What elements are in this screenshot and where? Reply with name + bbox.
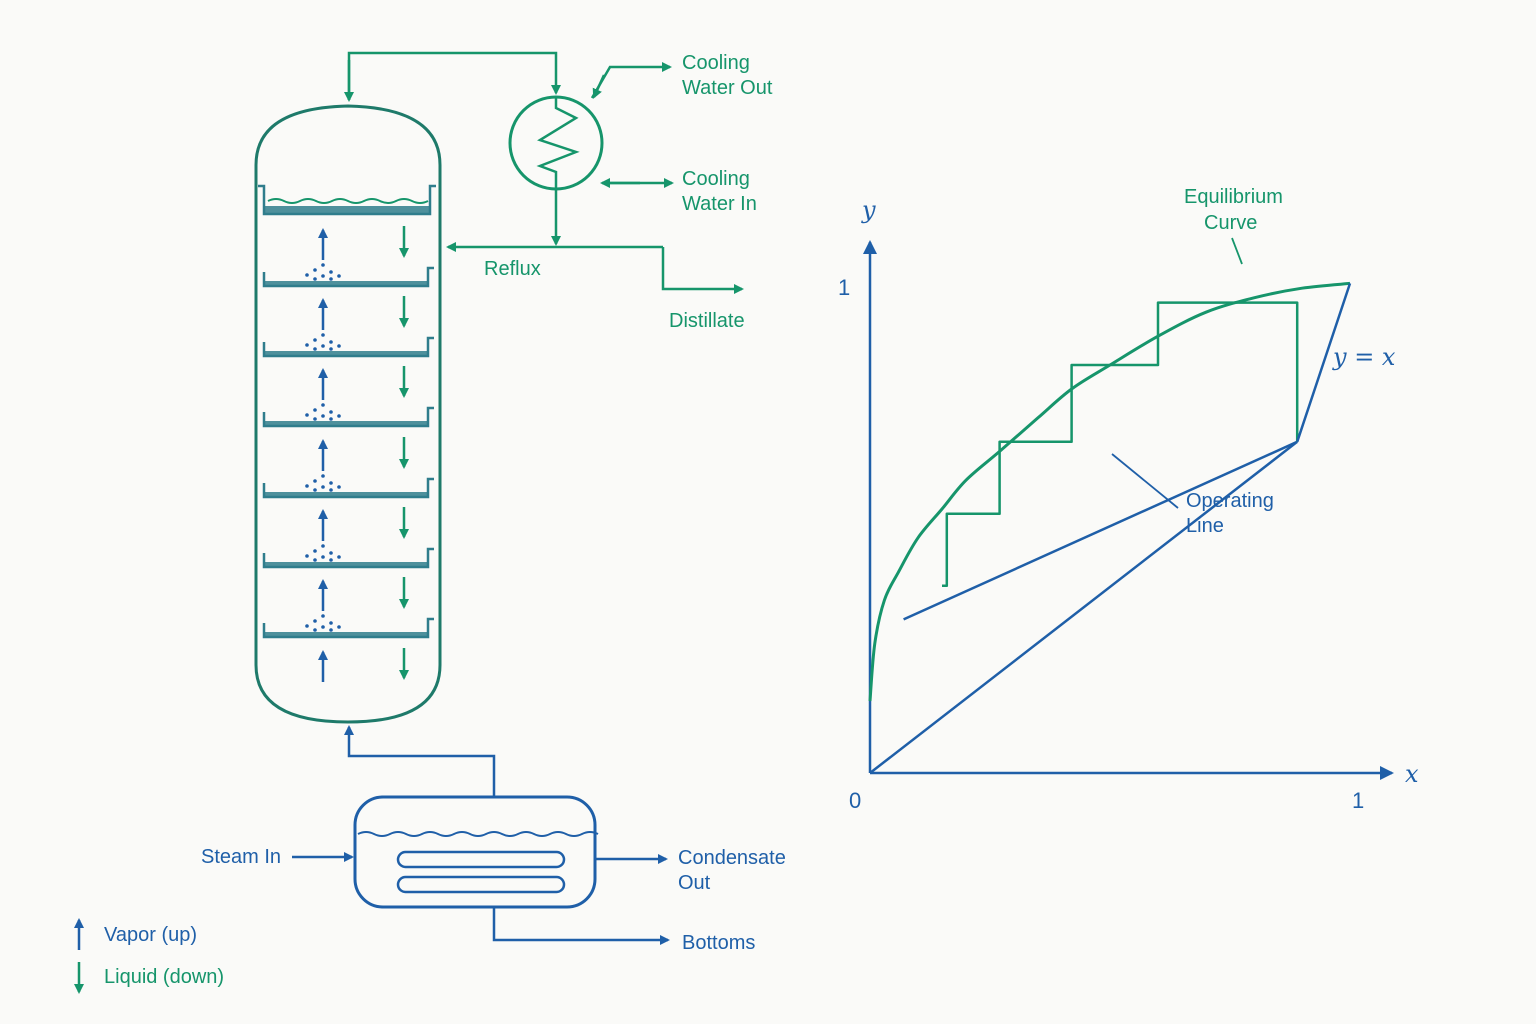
equilibrium-curve-label-1: Equilibrium — [1184, 186, 1283, 208]
y-axis-label: y — [861, 196, 876, 224]
tray — [262, 333, 434, 358]
reflux-label: Reflux — [484, 258, 541, 280]
diagonal-line — [869, 440, 1298, 774]
operating-leader-line — [1111, 453, 1179, 509]
reboiler-tube-lower — [396, 875, 566, 894]
equilibrium-leader-line — [1231, 237, 1243, 265]
cooling-water-out-label-1: Cooling — [682, 52, 750, 74]
reboiler-shell — [353, 795, 597, 909]
steam-in-label: Steam In — [201, 846, 281, 868]
operating-line-label-1: Operating — [1186, 490, 1274, 512]
reboiler-vapor-return-line — [344, 725, 496, 797]
y-tick-1: 1 — [838, 275, 850, 300]
vapor-legend-label: Vapor (up) — [104, 924, 197, 946]
condensate-out-label-1: Condensate — [678, 847, 786, 869]
column-flow-arrows — [318, 226, 409, 682]
equilibrium-curve — [868, 281, 1351, 702]
condenser — [508, 95, 604, 191]
bottoms-line — [492, 907, 670, 945]
reboiler-liquid-level — [357, 831, 599, 837]
cooling-water-in-label-2: Water In — [682, 193, 757, 215]
equilibrium-curve-label-2: Curve — [1204, 212, 1257, 234]
tray — [262, 403, 434, 428]
vapor-bubbles — [305, 403, 341, 421]
vapor-bubbles — [305, 474, 341, 492]
liquid-legend-label: Liquid (down) — [104, 966, 224, 988]
diagonal-label: y = x — [1332, 343, 1396, 371]
trays — [262, 263, 434, 639]
x-tick-1: 1 — [1352, 788, 1364, 813]
cooling-water-out-line — [590, 62, 672, 99]
legend: Vapor (up) Liquid (down) — [74, 918, 224, 994]
stage-steps — [942, 301, 1299, 588]
vapor-bubbles — [305, 263, 341, 281]
condensate-out-label-2: Out — [678, 872, 711, 894]
cooling-water-in-label-1: Cooling — [682, 168, 750, 190]
distillation-column — [254, 104, 442, 724]
tray — [262, 474, 434, 499]
top-connector-line — [1296, 283, 1352, 443]
vapor-bubbles — [305, 614, 341, 632]
x-axis-label: x — [1405, 760, 1419, 788]
vapor-bubbles — [305, 333, 341, 351]
cooling-water-out-label-2: Water Out — [682, 77, 773, 99]
column-shell — [254, 104, 442, 724]
x-tick-0: 0 — [849, 788, 861, 813]
mccabe-thiele-chart: x y 0 1 1 Equilibrium Curve y = x Operat… — [838, 186, 1419, 813]
top-tray — [258, 184, 436, 216]
overhead-vapor-line — [347, 51, 561, 100]
condenser-coil-icon — [536, 97, 580, 190]
chart-series — [868, 281, 1352, 774]
bottoms-label: Bottoms — [682, 932, 755, 954]
tray — [262, 263, 434, 288]
operating-line — [903, 440, 1298, 621]
reboiler-tube-upper — [396, 850, 566, 869]
cooling-water-out-arrow — [592, 74, 606, 99]
distillate-label: Distillate — [669, 310, 745, 332]
reboiler — [353, 795, 599, 909]
tray — [262, 544, 434, 569]
distillate-line — [661, 247, 744, 294]
tray — [262, 614, 434, 639]
operating-line-label-2: Line — [1186, 515, 1224, 537]
vapor-bubbles — [305, 544, 341, 562]
